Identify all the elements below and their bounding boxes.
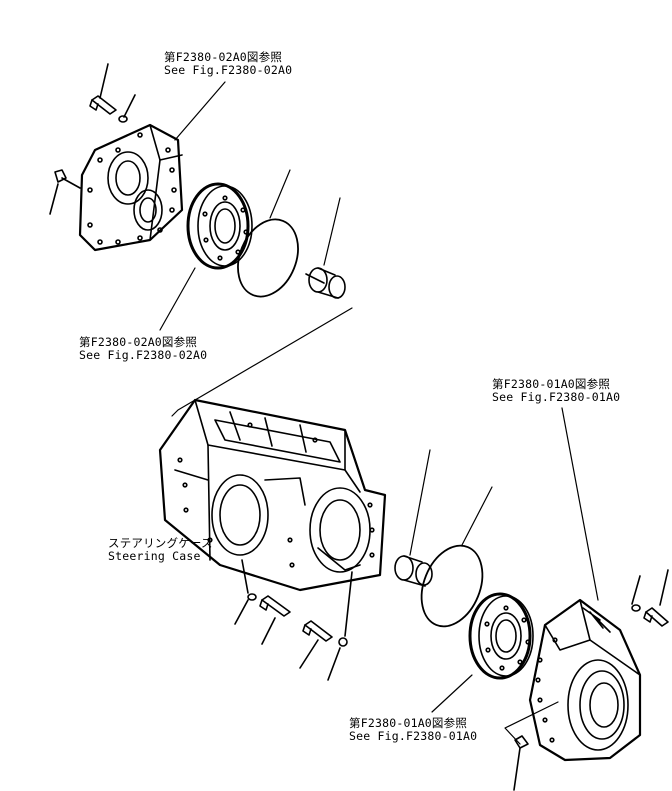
steering-case-jp: ステアリングケース: [108, 536, 213, 550]
case-bolts: [234, 559, 353, 681]
assembly-guide-right: [504, 701, 559, 745]
leader-bushing-left: [323, 197, 341, 266]
leader-right-cover-ref: [561, 407, 599, 601]
left-o-ring: [237, 218, 299, 298]
leader-o-ring-right: [461, 486, 493, 546]
steering-case: [158, 398, 387, 592]
top-cover-ref-jp: 第F2380-02A0図参照: [164, 50, 283, 64]
steering-case-en: Steering Case: [108, 549, 201, 563]
top-cover-reference-label: 第F2380-02A0図参照 See Fig.F2380-02A0: [164, 51, 292, 77]
right-bearing-ref-en: See Fig.F2380-01A0: [349, 729, 478, 743]
leader-bearing-ref-right: [431, 674, 473, 713]
right-cover-ref-en: See Fig.F2380-01A0: [492, 390, 621, 404]
right-o-ring: [420, 544, 484, 628]
right-cover-housing: [528, 598, 642, 762]
left-bearing-ref-en: See Fig.F2380-02A0: [79, 348, 208, 362]
assembly-guide-left: [171, 307, 353, 417]
right-cover-reference-label: 第F2380-01A0図参照 See Fig.F2380-01A0: [492, 378, 620, 404]
left-bushing: [305, 267, 346, 299]
top-cover-ref-en: See Fig.F2380-02A0: [164, 63, 293, 77]
right-bearing-reference-label: 第F2380-01A0図参照 See Fig.F2380-01A0: [349, 717, 477, 743]
left-side-bolt: [49, 169, 81, 215]
right-cover-ref-jp: 第F2380-01A0図参照: [492, 377, 611, 391]
right-bearing-plate: [468, 592, 534, 680]
top-bolt: [89, 63, 136, 123]
leader-bushing-right: [409, 449, 431, 556]
steering-case-label: ステアリングケース Steering Case: [108, 537, 213, 563]
leader-o-ring-left: [269, 169, 291, 219]
right-cover-bolts: [513, 569, 669, 791]
right-bearing-ref-jp: 第F2380-01A0図参照: [349, 716, 468, 730]
left-bearing-plate: [186, 182, 253, 270]
left-bearing-ref-jp: 第F2380-02A0図参照: [79, 335, 198, 349]
left-cover-housing: [78, 123, 184, 252]
right-bushing: [394, 555, 433, 587]
leader-top-ref: [174, 81, 226, 141]
leader-bearing-ref-left: [159, 267, 196, 331]
left-bearing-reference-label: 第F2380-02A0図参照 See Fig.F2380-02A0: [79, 336, 207, 362]
